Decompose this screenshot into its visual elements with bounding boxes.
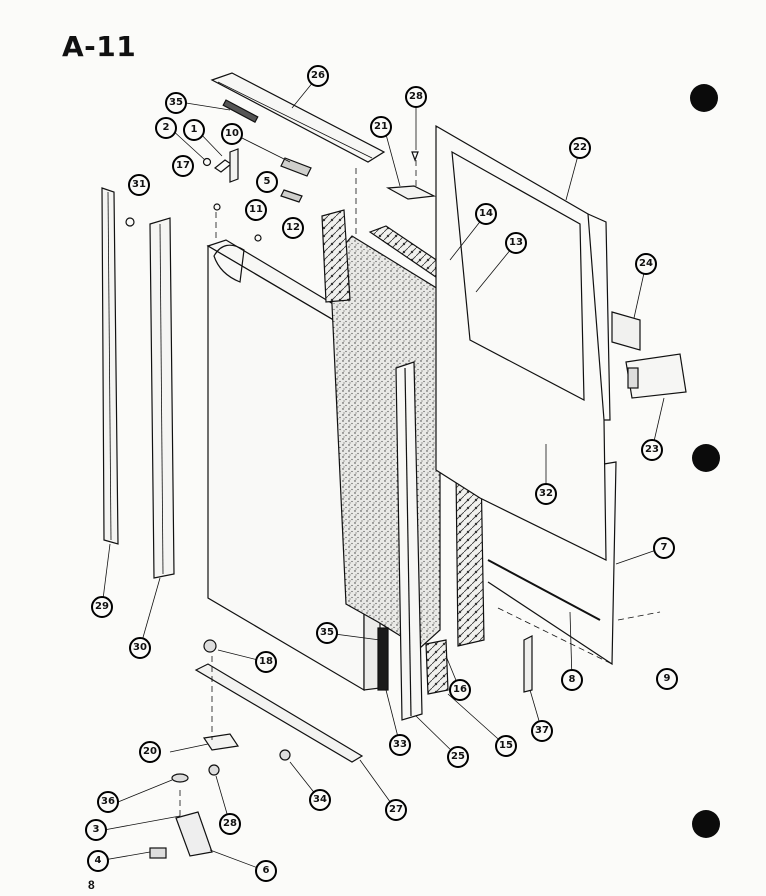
callout-2: 2 [155, 117, 177, 139]
callout-10: 10 [221, 123, 243, 145]
callout-25: 25 [447, 746, 469, 768]
callout-24: 24 [635, 253, 657, 275]
left-trim-strip [101, 187, 119, 545]
callout-31: 31 [128, 174, 150, 196]
callout-16: 16 [449, 679, 471, 701]
lower-side-panel [487, 461, 617, 666]
callout-29: 29 [91, 596, 113, 618]
page-id: A-11 [62, 30, 137, 63]
callout-13: 13 [505, 232, 527, 254]
callout-7: 7 [653, 537, 675, 559]
hinge-side-trim [149, 217, 175, 579]
callout-12: 12 [282, 217, 304, 239]
callout-28b: 28 [219, 813, 241, 835]
callout-27: 27 [385, 799, 407, 821]
callout-17: 17 [172, 155, 194, 177]
binder-hole-middle [692, 444, 720, 472]
callout-4: 4 [87, 850, 109, 872]
assembly-guide-lines [179, 160, 661, 816]
callout-37: 37 [531, 720, 553, 742]
inner-door-liner [435, 124, 611, 561]
callout-8: 8 [561, 669, 583, 691]
callout-35b: 35 [316, 622, 338, 644]
callout-14: 14 [475, 203, 497, 225]
callout-35a: 35 [165, 92, 187, 114]
binder-hole-top [690, 84, 718, 112]
callout-20: 20 [139, 741, 161, 763]
callout-22: 22 [569, 137, 591, 159]
callout-6: 6 [255, 860, 277, 882]
callout-23: 23 [641, 439, 663, 461]
door-shelf [611, 311, 687, 399]
callout-15: 15 [495, 735, 517, 757]
callout-34: 34 [309, 789, 331, 811]
callout-3: 3 [85, 819, 107, 841]
binder-hole-bottom [692, 810, 720, 838]
callout-30: 30 [129, 637, 151, 659]
callout-5: 5 [256, 171, 278, 193]
callout-18: 18 [255, 651, 277, 673]
foam-insulation [329, 235, 457, 649]
callout-21: 21 [370, 116, 392, 138]
page-number: 8 [88, 878, 95, 892]
callout-9: 9 [656, 668, 678, 690]
callout-28a: 28 [405, 86, 427, 108]
handle-channel [377, 361, 423, 721]
callout-32: 32 [535, 483, 557, 505]
callout-1: 1 [183, 119, 205, 141]
top-trim-strip [210, 72, 386, 163]
bottom-hinge-bar [149, 639, 364, 859]
callout-26: 26 [307, 65, 329, 87]
callout-36: 36 [97, 791, 119, 813]
hinge-hardware [125, 148, 437, 242]
callout-11: 11 [245, 199, 267, 221]
callout-33: 33 [389, 734, 411, 756]
